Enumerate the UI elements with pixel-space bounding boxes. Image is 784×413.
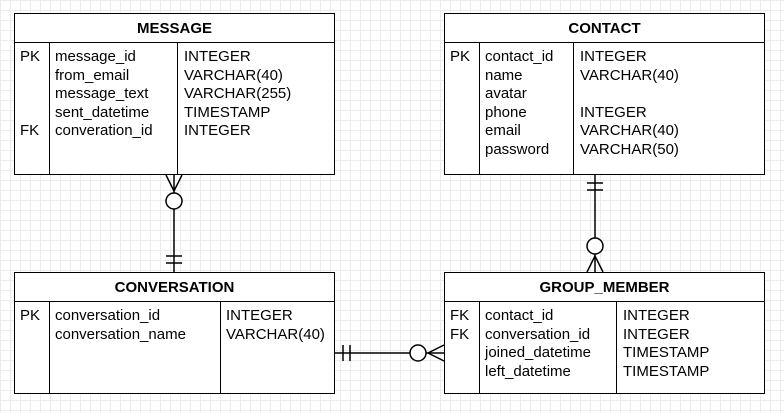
field-type: INTEGER xyxy=(623,307,690,324)
field-type: INTEGER xyxy=(623,325,690,343)
field-type: VARCHAR(50) xyxy=(580,140,679,158)
relationship-contact-group-member[interactable] xyxy=(586,175,604,273)
field-type: VARCHAR(40) xyxy=(226,325,325,343)
entity-title: MESSAGE xyxy=(15,14,334,43)
type-column: INTEGER VARCHAR(40) VARCHAR(255) TIMESTA… xyxy=(184,43,291,174)
optional-circle-icon xyxy=(409,344,427,362)
field-type: INTEGER xyxy=(184,122,251,139)
field-name: password xyxy=(485,140,550,158)
crowfoot-left xyxy=(586,255,596,273)
field-name: name xyxy=(485,66,523,84)
type-column: INTEGER VARCHAR(40) xyxy=(226,302,325,393)
key-cell xyxy=(450,104,470,123)
key-column: PK xyxy=(15,302,40,393)
key-cell xyxy=(450,67,470,86)
field-name: conversation_id xyxy=(485,325,591,343)
field-name: conversation_id xyxy=(55,307,161,324)
field-name: converation_id xyxy=(55,122,153,139)
field-type: VARCHAR(40) xyxy=(580,122,679,139)
key-cell: PK xyxy=(450,48,471,65)
name-column: message_id from_email message_text sent_… xyxy=(55,43,153,174)
field-type: TIMESTAMP xyxy=(623,344,710,361)
key-cell: FK xyxy=(450,325,470,343)
key-column: FK FK xyxy=(445,302,469,393)
optional-circle-icon xyxy=(165,192,183,210)
key-cell: FK xyxy=(20,122,40,139)
field-type xyxy=(580,85,679,104)
crowfoot-top xyxy=(427,344,445,354)
field-name: phone xyxy=(485,103,527,121)
key-divider xyxy=(49,302,50,393)
field-name: contact_id xyxy=(485,307,554,324)
type-column: INTEGER INTEGER TIMESTAMP TIMESTAMP xyxy=(623,302,709,393)
name-column: contact_id conversation_id joined_dateti… xyxy=(485,302,591,393)
field-type: INTEGER xyxy=(580,103,647,121)
field-name: email xyxy=(485,122,521,139)
field-name: left_datetime xyxy=(485,362,571,380)
relationship-conversation-message[interactable] xyxy=(165,174,183,272)
key-column: PK FK xyxy=(15,43,40,174)
field-name: joined_datetime xyxy=(485,344,591,361)
field-type: INTEGER xyxy=(580,48,647,65)
key-cell xyxy=(20,85,40,104)
entity-title: CONTACT xyxy=(445,14,764,43)
key-cell xyxy=(20,326,40,345)
key-cell xyxy=(450,122,470,141)
crowfoot-right xyxy=(173,174,183,192)
key-column: PK xyxy=(445,43,470,174)
field-name: sent_datetime xyxy=(55,103,150,121)
crowfoot-right xyxy=(594,255,604,273)
field-type: TIMESTAMP xyxy=(184,103,271,121)
field-type: INTEGER xyxy=(226,307,293,324)
field-type: TIMESTAMP xyxy=(623,362,710,380)
field-name: message_id xyxy=(55,48,136,65)
type-divider xyxy=(616,302,617,393)
key-cell xyxy=(20,67,40,86)
key-cell xyxy=(450,85,470,104)
field-name: avatar xyxy=(485,85,527,102)
key-cell xyxy=(20,104,40,123)
crowfoot-bottom xyxy=(427,352,445,362)
name-column: conversation_id conversation_name xyxy=(55,302,186,393)
key-cell xyxy=(450,141,470,160)
field-type: VARCHAR(255) xyxy=(184,85,292,102)
field-name: from_email xyxy=(55,66,130,84)
key-divider xyxy=(49,43,50,174)
entity-message[interactable]: MESSAGE PK FK message_id from_email mess… xyxy=(14,13,335,175)
name-column: contact_id name avatar phone email passw… xyxy=(485,43,553,174)
field-type: VARCHAR(40) xyxy=(580,66,679,84)
key-cell: PK xyxy=(20,48,41,65)
key-cell xyxy=(450,363,469,382)
field-name: contact_id xyxy=(485,48,554,65)
type-divider xyxy=(177,43,178,174)
type-divider xyxy=(573,43,574,174)
field-type: INTEGER xyxy=(184,48,251,65)
entity-contact[interactable]: CONTACT PK contact_id name avatar phone … xyxy=(444,13,765,175)
type-divider xyxy=(220,302,221,393)
optional-circle-icon xyxy=(586,237,604,255)
entity-group-member[interactable]: GROUP_MEMBER FK FK contact_id conversati… xyxy=(444,272,765,394)
crowfoot-left xyxy=(165,174,175,192)
type-column: INTEGER VARCHAR(40) INTEGER VARCHAR(40) … xyxy=(580,43,679,174)
key-cell: PK xyxy=(20,307,41,324)
key-cell: FK xyxy=(450,307,470,324)
entity-conversation[interactable]: CONVERSATION PK conversation_id conversa… xyxy=(14,272,335,394)
relationship-conversation-group-member[interactable] xyxy=(335,344,445,362)
field-name: conversation_name xyxy=(55,325,186,343)
field-name: message_text xyxy=(55,85,149,102)
key-divider xyxy=(479,302,480,393)
key-divider xyxy=(479,43,480,174)
field-type: VARCHAR(40) xyxy=(184,66,283,84)
entity-title: GROUP_MEMBER xyxy=(445,273,764,302)
entity-title: CONVERSATION xyxy=(15,273,334,302)
key-cell xyxy=(450,344,469,363)
